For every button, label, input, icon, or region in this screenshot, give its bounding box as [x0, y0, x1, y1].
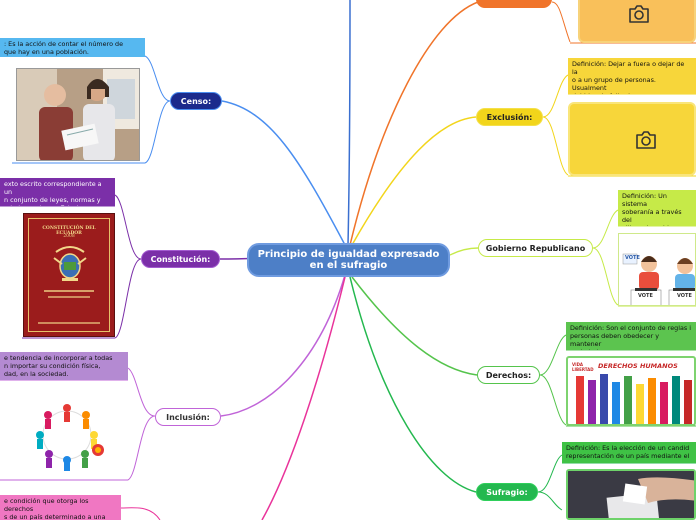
people-circle-icon [36, 404, 104, 471]
exclusion-image-placeholder [568, 102, 696, 176]
topic-censo[interactable]: Censo: [170, 92, 222, 110]
inclusion-definition[interactable]: e tendencia de incorporar a todas n impo… [0, 352, 128, 380]
vote-label-box-left: VOTE [638, 293, 653, 299]
censo-image [16, 68, 140, 161]
topic-inclusion-label: Inclusión: [166, 412, 210, 422]
topic-gobierno-label: Gobierno Republicano [485, 243, 586, 253]
central-topic[interactable]: Principio de igualdad expresado en el su… [247, 243, 450, 277]
exclusion-definition[interactable]: Definición: Dejar a fuera o dejar de la … [568, 58, 696, 94]
topic-exclusion[interactable]: Exclusión: [476, 108, 543, 126]
camera-icon [629, 5, 649, 23]
topic-sufragio-label: Sufragio: [486, 487, 528, 497]
constitucion-definition[interactable]: exto escrito correspondiente a un n conj… [0, 178, 115, 206]
topic-constitucion[interactable]: Constitución: [141, 250, 220, 268]
sufragio-definition[interactable]: Definición: Es la elección de un candid … [562, 442, 696, 463]
link-top [347, 0, 351, 246]
gobierno-image: VOTE VOTE VOTE [618, 233, 696, 306]
ciudadania-definition[interactable]: e condición que otorga los derechos s de… [0, 495, 121, 520]
central-topic-title: Principio de igualdad expresado en el su… [257, 249, 440, 271]
top-right-image-placeholder [578, 0, 696, 43]
topic-exclusion-label: Exclusión: [486, 112, 533, 122]
link-censo [221, 100, 346, 246]
book-year: 2008 [63, 234, 75, 239]
topic-gobierno-republicano[interactable]: Gobierno Republicano [478, 239, 593, 257]
topic-sufragio[interactable]: Sufragio: [476, 483, 538, 501]
censo-definition[interactable]: : Es la acción de contar el número de qu… [0, 38, 145, 57]
vote-label-box-right: VOTE [677, 293, 692, 299]
topic-inclusion[interactable]: Inclusión: [155, 408, 221, 426]
link-inclusion [220, 274, 346, 417]
derechos-image: DERECHOS HUMANOS VIDA LIBERTAD [566, 356, 696, 426]
topic-top-right[interactable] [476, 0, 552, 8]
derechos-banner: DERECHOS HUMANOS [598, 362, 678, 370]
camera-icon [636, 131, 656, 149]
topic-derechos[interactable]: Derechos: [477, 366, 540, 384]
link-top-right [349, 1, 479, 246]
link-sufragio [349, 276, 477, 493]
gobierno-definition[interactable]: Definición: Un sistema soberanía a travé… [618, 190, 696, 226]
link-gobierno [449, 247, 479, 256]
constitucion-book-image: CONSTITUCIÓN DEL ECUADOR 2008 [23, 213, 115, 337]
coat-of-arms-icon [53, 246, 87, 281]
sufragio-image [566, 469, 696, 520]
inclusion-image [22, 398, 112, 472]
topic-constitucion-label: Constitución: [150, 254, 211, 264]
derechos-banner-small: VIDA LIBERTAD [572, 362, 594, 372]
topic-derechos-label: Derechos: [485, 370, 532, 380]
link-exclusion [351, 116, 477, 246]
link-ciudadania [261, 276, 346, 520]
book-title: CONSTITUCIÓN DEL ECUADOR [42, 226, 96, 236]
vote-label-left: VOTE [625, 255, 640, 261]
derechos-definition[interactable]: Definición: Son el conjunto de reglas i … [566, 322, 696, 350]
link-derechos [351, 276, 478, 376]
topic-censo-label: Censo: [180, 96, 212, 106]
